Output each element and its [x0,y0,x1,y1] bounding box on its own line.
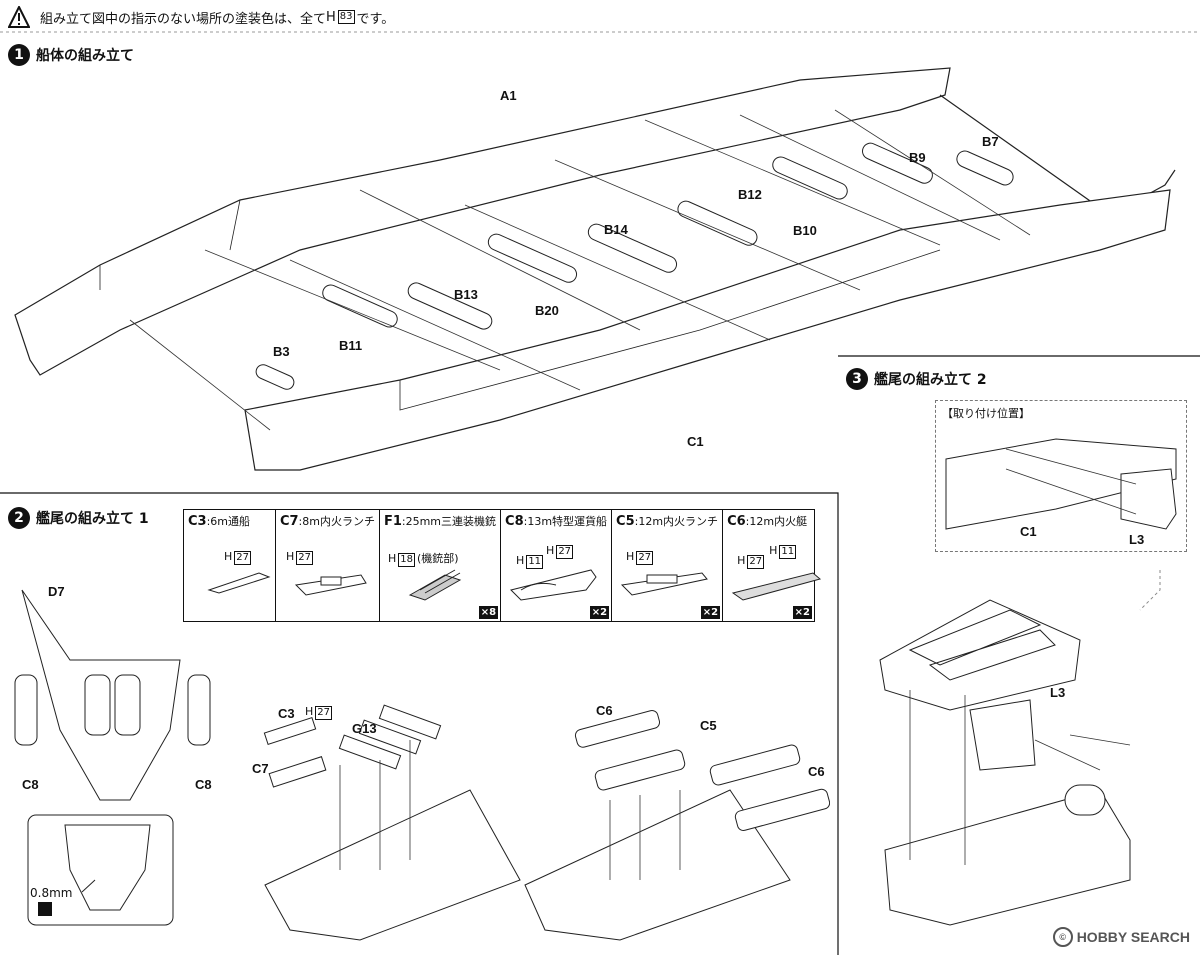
label-drill-size: 0.8mm [30,886,73,900]
warning-icon [8,6,30,28]
step-2-number: 2 [8,507,30,529]
label-D7: D7 [48,584,65,599]
note-color-number: 83 [337,10,355,24]
paint-code: 27 [315,706,333,720]
watermark-brand: HOBBY SEARCH [1076,929,1190,945]
note-suffix: です。 [356,11,395,27]
boat-c6-illustration [731,572,822,601]
label-C6-right: C6 [808,764,825,779]
paint-note: (機銃部) [416,552,459,565]
paint-code: 27 [556,545,574,559]
paint-code: 11 [779,545,797,559]
paint-code: 27 [747,555,765,569]
boat-c8-illustration [510,569,597,601]
mounting-position-title: 【取り付け位置】 [942,407,1030,420]
label-C8-right: C8 [195,777,212,792]
note-text: 組み立て図中の指示のない場所の塗装色は、全て [40,11,327,27]
step-3-number: 3 [846,368,868,390]
label-L3-main: L3 [1050,685,1066,700]
part-desc: :12m内火艇 [745,515,808,528]
part-code: C7 [279,514,299,529]
paint-code: 11 [526,555,544,569]
label-B11: B11 [339,338,363,353]
paint-code: 18 [398,553,415,567]
part-code: C3 [188,514,207,529]
note-color-code: H [326,9,336,25]
label-G13: G13 [352,721,377,736]
gun-f1-illustration [408,569,462,601]
mounting-position-drawing [945,438,1177,530]
step-1-title: 船体の組み立て [36,48,134,64]
label-A1: A1 [500,88,517,103]
label-C3: C3 [278,706,295,721]
mounting-position-frame: 【取り付け位置】 [935,400,1187,552]
paint-note: 組み立て図中の指示のない場所の塗装色は、全て H 83 です。 [8,4,394,30]
step-2-heading: 2 艦尾の組み立て 1 [8,507,149,529]
stern-assembly-2-diagram [879,570,1161,926]
part-desc: :13m特型運貨船 [523,515,608,528]
paint-code: 27 [636,551,654,565]
step-1-heading: 1 船体の組み立て [8,44,134,66]
part-code: C6 [727,514,746,529]
hull-assembly-diagram [14,67,1176,471]
label-C1-frame: C1 [1020,524,1037,539]
label-C8-left: C8 [22,777,39,792]
part-desc: :6m通船 [206,515,251,528]
label-B10: B10 [793,223,817,238]
quantity-badge: ×2 [792,606,812,619]
part-desc: :12m内火ランチ [634,515,719,528]
step-2-title: 艦尾の組み立て 1 [36,511,149,527]
part-desc: :25mm三連装機銃 [401,515,497,528]
step-1-number: 1 [8,44,30,66]
part-desc: :8m内火ランチ [298,515,375,528]
label-B13: B13 [454,287,478,302]
label-L3-frame: L3 [1129,532,1145,547]
label-B14: B14 [604,222,628,237]
part-code: F1 [383,514,402,529]
label-B9: B9 [909,150,926,165]
label-C6-top: C6 [596,703,613,718]
label-B7: B7 [982,134,999,149]
quantity-badge: ×2 [700,606,721,619]
note-rule [0,31,1200,33]
label-C5: C5 [700,718,717,733]
boat-c3-illustration [207,572,271,594]
boat-c5-illustration [620,572,708,596]
step-3-heading: 3 艦尾の組み立て 2 [846,368,987,390]
copyright-icon: © [1052,927,1073,947]
quantity-badge: ×8 [478,606,499,619]
part-code: C8 [505,514,524,529]
watermark: © HOBBY SEARCH [1052,927,1190,947]
label-C1: C1 [687,434,704,449]
label-B12: B12 [738,187,762,202]
boat-c7-illustration [294,574,367,596]
label-C7: C7 [252,761,269,776]
step-3-title: 艦尾の組み立て 2 [874,372,987,388]
paint-code: 27 [296,551,313,565]
paint-code: 27 [234,551,252,565]
label-B3: B3 [273,344,290,359]
label-B20: B20 [535,303,559,318]
part-code: C5 [616,514,635,529]
stern-assembly-1-diagram [14,589,830,941]
quantity-badge: ×2 [589,606,610,619]
